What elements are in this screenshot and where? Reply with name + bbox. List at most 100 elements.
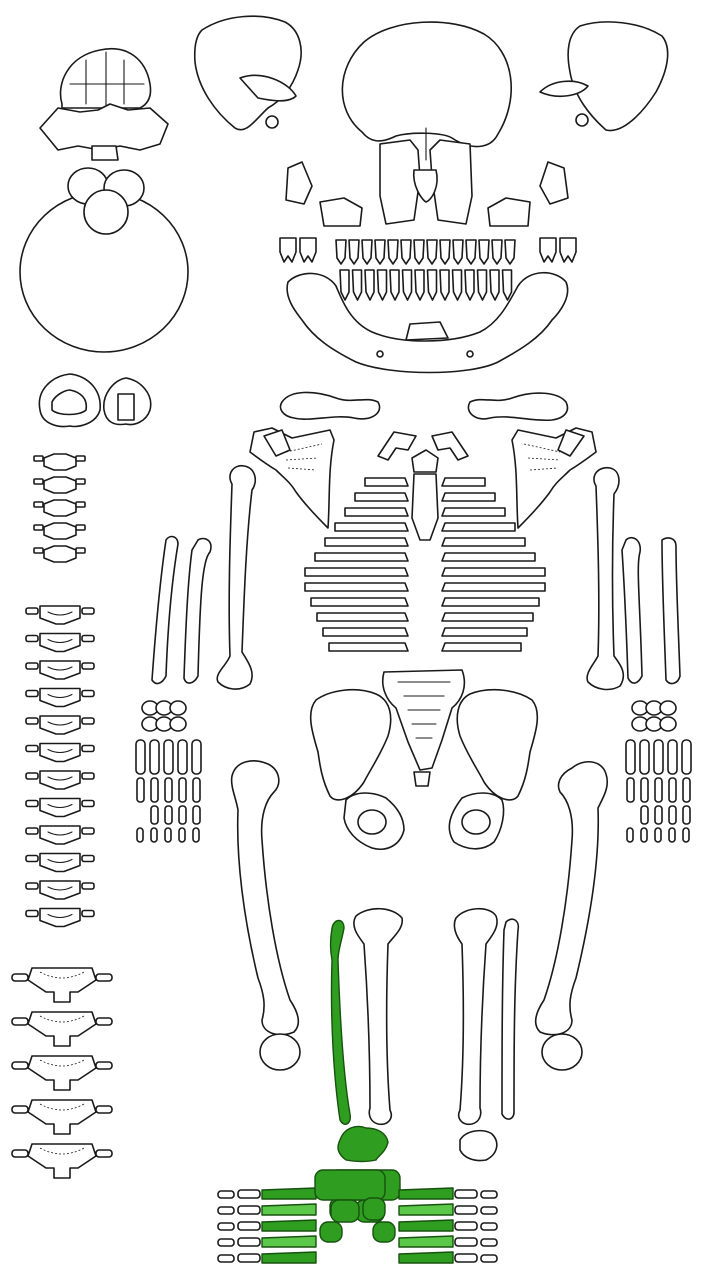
tooth: [427, 240, 437, 264]
phalanx: [669, 778, 676, 802]
metacarpal: [654, 740, 663, 774]
phalanx: [193, 828, 199, 842]
tooth: [490, 270, 499, 300]
skull-mandible: [287, 273, 568, 373]
tooth: [466, 240, 476, 264]
phalanx: [455, 1254, 477, 1262]
tooth: [349, 240, 359, 264]
tooth: [300, 238, 316, 262]
rib: [442, 508, 505, 516]
metacarpal: [682, 740, 691, 774]
rib: [365, 478, 408, 486]
phalanx: [137, 778, 144, 802]
fibula-left-highlighted: [331, 921, 351, 1125]
phalanx: [238, 1222, 260, 1230]
tooth: [414, 240, 424, 264]
ischium-left: [344, 793, 404, 849]
phalanx: [627, 828, 633, 842]
talus-right: [460, 1131, 497, 1161]
rib: [325, 538, 408, 546]
carpal: [170, 717, 186, 731]
thoracic-vertebra: [26, 744, 94, 762]
tooth: [453, 240, 463, 264]
phalanx: [641, 806, 648, 824]
metatarsal: [399, 1188, 453, 1199]
phalanx: [655, 828, 661, 842]
phalanx: [641, 778, 648, 802]
femur-left: [232, 761, 300, 1070]
rib: [305, 583, 408, 591]
rib: [311, 598, 408, 606]
tarsal: [320, 1222, 342, 1242]
phalanx: [179, 828, 185, 842]
rib: [442, 538, 525, 546]
phalanx: [151, 806, 158, 824]
metacarpal: [178, 740, 187, 774]
phalanx: [641, 828, 647, 842]
phalanx: [683, 778, 690, 802]
phalanx: [655, 778, 662, 802]
foot-right-highlighted: [315, 1170, 497, 1263]
skull-temporal-right: [540, 22, 668, 131]
tooth: [478, 270, 487, 300]
thoracic-vertebra: [26, 881, 94, 899]
rib: [442, 493, 495, 501]
skull-temporal-left: [195, 16, 301, 130]
phalanx: [218, 1255, 234, 1262]
ischium-right: [449, 793, 503, 849]
sacrum: [383, 670, 465, 786]
tooth: [440, 270, 449, 300]
femur-right: [536, 762, 608, 1070]
tooth: [388, 240, 398, 264]
phalanx: [151, 828, 157, 842]
phalanx: [151, 778, 158, 802]
cervical-vertebra: [34, 454, 85, 470]
phalanx: [238, 1238, 260, 1246]
phalanx: [455, 1190, 477, 1198]
tooth: [390, 270, 399, 300]
phalanx: [455, 1206, 477, 1214]
rib: [329, 643, 408, 651]
occipital-bone: [20, 49, 188, 352]
phalanx: [218, 1239, 234, 1246]
metacarpal: [150, 740, 159, 774]
tibia-right: [454, 909, 497, 1125]
hand-right: [626, 701, 691, 842]
cervical-vertebra: [34, 523, 85, 539]
phalanx: [669, 806, 676, 824]
phalanx: [481, 1207, 497, 1214]
phalanx: [683, 806, 690, 824]
humerus-left: [217, 466, 255, 689]
thoracic-vertebra: [26, 716, 94, 734]
tooth: [540, 238, 556, 262]
metacarpal: [192, 740, 201, 774]
metacarpal: [626, 740, 635, 774]
phalanx: [455, 1222, 477, 1230]
tooth: [465, 270, 474, 300]
carpal: [170, 701, 186, 715]
lumbar-vertebra: [12, 1100, 112, 1134]
humerus-right: [587, 468, 623, 690]
metatarsal: [399, 1204, 453, 1215]
metatarsal: [262, 1252, 316, 1263]
phalanx: [238, 1206, 260, 1214]
tooth: [453, 270, 462, 300]
phalanx: [218, 1207, 234, 1214]
scapula-left: [250, 428, 334, 528]
thoracic-vertebra: [26, 799, 94, 817]
phalanx: [481, 1255, 497, 1262]
rib: [442, 598, 539, 606]
axis-vertebra: [104, 378, 151, 424]
tooth: [280, 238, 296, 262]
ulna-right: [622, 538, 642, 683]
thoracic-vertebra: [26, 661, 94, 679]
thoracic-vertebra: [26, 826, 94, 844]
tooth: [378, 270, 387, 300]
metatarsal: [399, 1252, 453, 1263]
phalanx: [137, 828, 143, 842]
phalanx: [193, 778, 200, 802]
rib: [442, 553, 535, 561]
hand-left: [136, 701, 201, 842]
tooth: [362, 240, 372, 264]
